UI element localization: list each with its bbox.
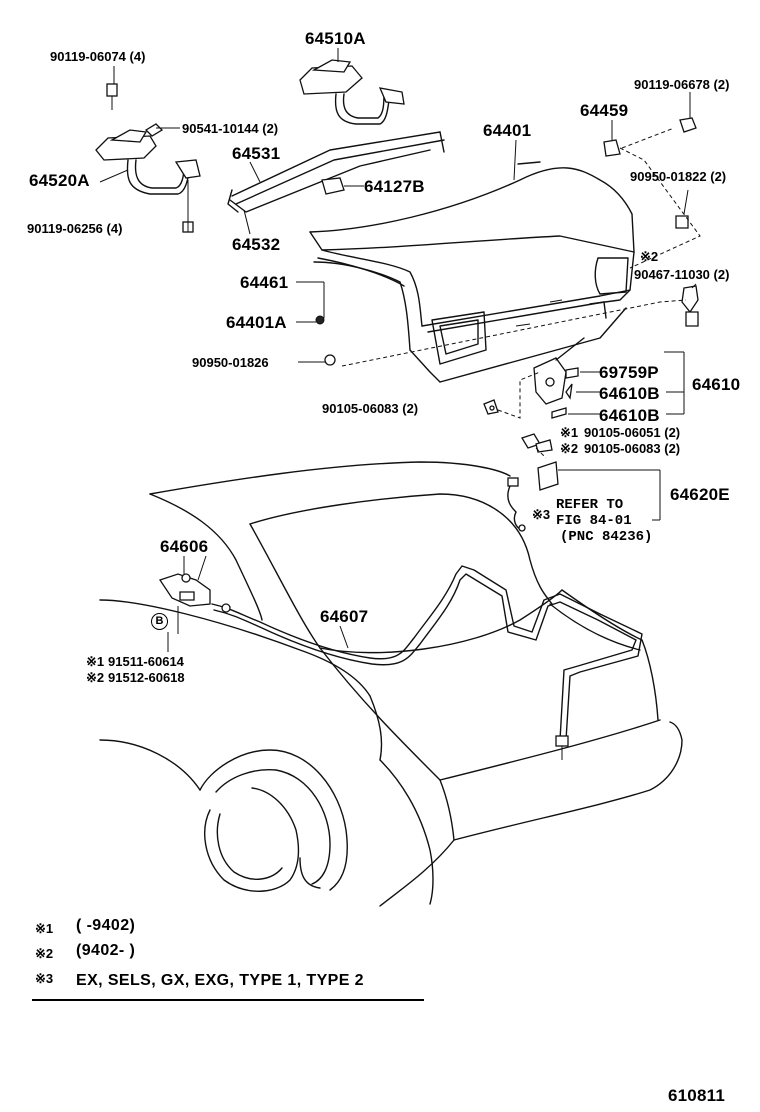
ref-mark-1-lock: ※1 [560,425,579,440]
refer-line-2: FIG 84-01 [556,513,632,529]
hinge-64520a-drawing [95,83,201,233]
label-64620e: 64620E [670,485,730,504]
label-90119-06074: 90119-06074 (4) [50,49,146,64]
hinge-64510a-drawing [299,59,405,125]
refer-line-1: REFER TO [556,497,624,513]
label-90950-01822: 90950-01822 (2) [630,169,727,184]
car-body-drawing [99,461,683,907]
label-64127b: 64127B [364,177,425,196]
lock-64620e-drawing [507,433,559,532]
label-64610: 64610 [692,375,741,394]
ref-mark-2-lock: ※2 [560,441,579,456]
latch-64610-drawing [533,337,585,419]
footnote-1-mark: ※1 [35,921,54,936]
dashed-leaders [341,127,701,459]
label-90541-10144: 90541-10144 (2) [182,121,279,136]
label-64532: 64532 [232,235,281,254]
label-64401: 64401 [483,121,532,140]
ref-mark-3-lock: ※3 [532,507,551,522]
leader-lines [99,48,697,652]
ref-mark-2-top: ※2 [640,249,659,264]
label-90105-06083: 90105-06083 (2) [322,401,419,416]
label-64531: 64531 [232,144,281,163]
label-64607: 64607 [320,607,369,626]
label-64401a: 64401A [226,313,287,332]
label-64606: 64606 [160,537,209,556]
label-90105-06051: 90105-06051 (2) [584,425,681,440]
label-90119-06256: 90119-06256 (4) [27,221,123,236]
trunk-lid-drawing [309,161,635,383]
label-91511-60614: 91511-60614 [108,654,184,669]
label-90119-06678: 90119-06678 (2) [634,77,730,92]
label-91512-60618: 91512-60618 [108,670,185,685]
label-64520a: 64520A [29,171,90,190]
fasteners-drawing [315,117,699,415]
label-64610b-upper: 64610B [599,384,660,403]
circle-b-marker: B [151,613,168,630]
label-64459: 64459 [580,101,629,120]
torsion-bars-drawing [227,131,445,213]
release-lever-64606-drawing [158,573,211,607]
footnote-3-text: EX, SELS, GX, EXG, TYPE 1, TYPE 2 [76,972,364,989]
ref-mark-2-release: ※2 [86,670,105,685]
label-90950-01826: 90950-01826 [192,355,269,370]
label-64461: 64461 [240,273,289,292]
footnote-2-text: (9402- ) [76,942,136,959]
footnote-3-mark: ※3 [35,971,54,986]
label-90467-11030: 90467-11030 (2) [634,267,730,282]
label-64510a: 64510A [305,29,366,48]
footnote-2-mark: ※2 [35,946,54,961]
refer-line-3: (PNC 84236) [560,529,653,545]
label-64610b-lower: 64610B [599,406,660,425]
footnote-divider [32,999,424,1001]
footnote-1-text: ( -9402) [76,917,136,934]
label-69759p: 69759P [599,363,659,382]
label-90105-06083-lock: 90105-06083 (2) [584,441,681,456]
figure-number: 610811 [668,1086,725,1105]
cable-64607-drawing [211,565,643,760]
ref-mark-1-release: ※1 [86,654,105,669]
